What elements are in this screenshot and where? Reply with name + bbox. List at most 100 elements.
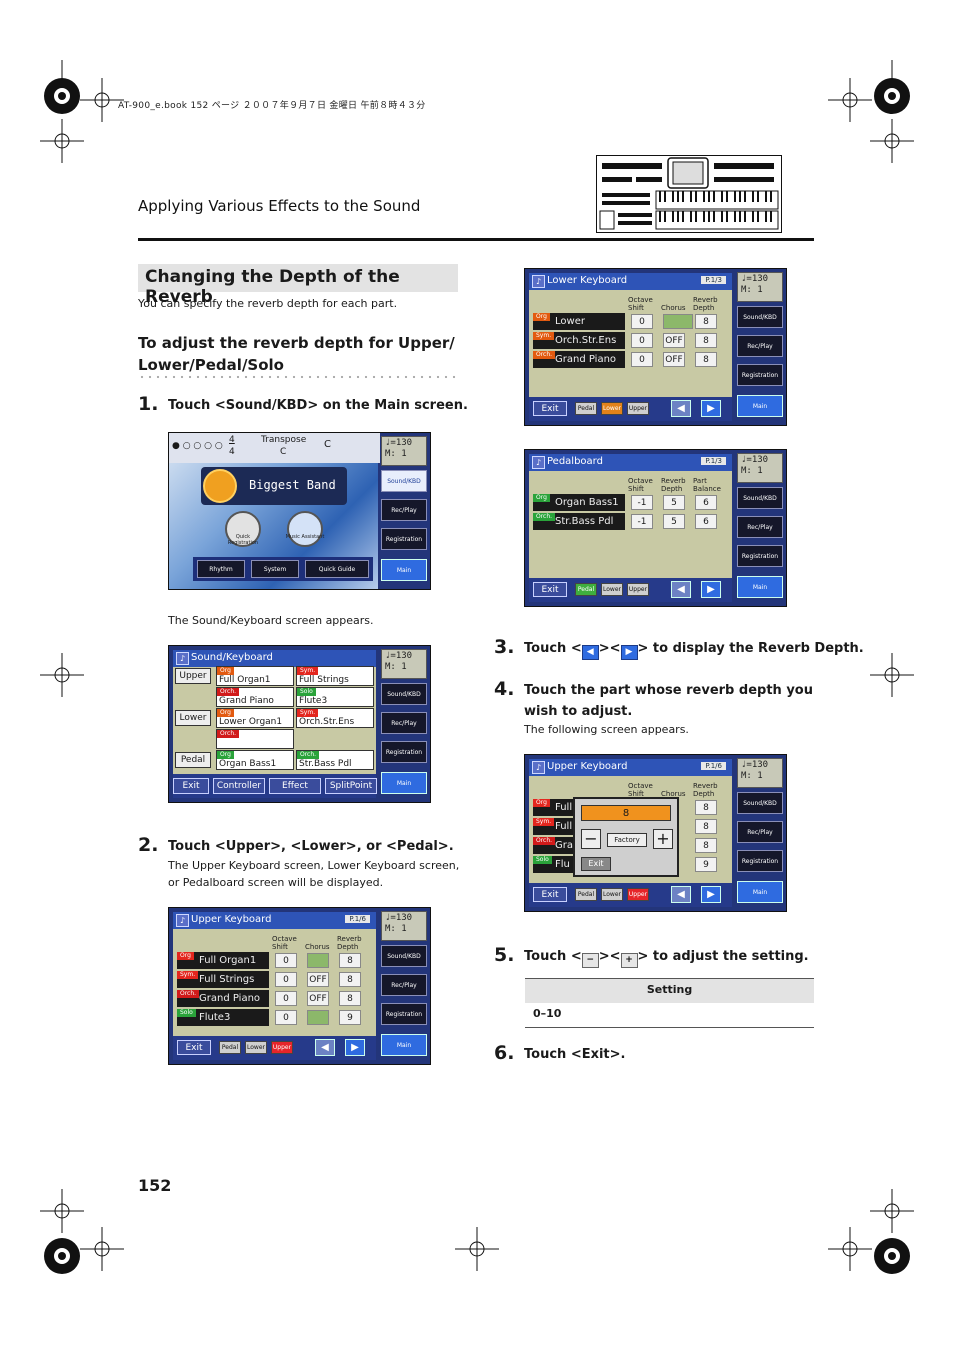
tone-slot[interactable]: Sym.Orch.Str.Ens [296,708,374,728]
registration-button[interactable]: Registration [737,850,783,872]
balance-cell[interactable]: 6 [695,495,717,510]
exit-button[interactable]: Exit [173,778,209,794]
minus-button[interactable]: − [581,829,601,849]
octave-cell[interactable]: 0 [631,333,653,348]
tone-slot[interactable]: Orch. [216,729,294,749]
chorus-cell[interactable]: OFF [307,991,329,1006]
lower-button[interactable]: Lower [601,402,623,415]
upper-button[interactable]: Upper [627,583,649,596]
upper-part-button[interactable]: Upper [175,668,211,684]
page-right-arrow[interactable]: ▶ [701,886,721,903]
reverb-cell[interactable]: 8 [695,800,717,815]
exit-button[interactable]: Exit [533,887,567,902]
part-row[interactable]: Orch.Grand Piano [533,351,625,368]
part-row[interactable]: Sym.Full [533,818,573,835]
registration-button[interactable]: Registration [381,741,427,763]
sound-kbd-button[interactable]: Sound/KBD [381,945,427,967]
upper-button[interactable]: Upper [627,888,649,901]
registration-button[interactable]: Registration [381,528,427,550]
main-button[interactable]: Main [737,395,783,417]
octave-cell[interactable]: 0 [275,953,297,968]
page-left-arrow[interactable]: ◀ [671,886,691,903]
tone-slot[interactable]: Sym.Full Strings [296,666,374,686]
tone-slot[interactable]: Orch.Grand Piano [216,687,294,707]
page-left-arrow[interactable]: ◀ [671,581,691,598]
chorus-cell[interactable]: OFF [663,333,685,348]
rec-play-button[interactable]: Rec/Play [737,335,783,357]
exit-button[interactable]: Exit [533,582,567,597]
rec-play-button[interactable]: Rec/Play [737,516,783,538]
main-button[interactable]: Main [737,881,783,903]
tone-slot[interactable]: Orch.Str.Bass Pdl [296,750,374,770]
reverb-cell[interactable]: 9 [695,857,717,872]
lower-button[interactable]: Lower [245,1041,267,1054]
pedal-button[interactable]: Pedal [575,402,597,415]
registration-button[interactable]: Registration [381,1003,427,1025]
part-row[interactable]: Sym.Orch.Str.Ens [533,332,625,349]
main-button[interactable]: Main [737,576,783,598]
lower-button[interactable]: Lower [601,888,623,901]
rec-play-button[interactable]: Rec/Play [737,821,783,843]
quick-guide-button[interactable]: Quick Guide [305,560,369,578]
page-right-arrow[interactable]: ▶ [701,400,721,417]
reverb-cell[interactable]: 9 [339,1010,361,1025]
lower-part-button[interactable]: Lower [175,710,211,726]
sound-kbd-button[interactable]: Sound/KBD [381,470,427,492]
part-row[interactable]: Orch.Grand Piano [177,990,269,1007]
rec-play-button[interactable]: Rec/Play [381,712,427,734]
factory-button[interactable]: Factory [607,833,647,847]
lower-button[interactable]: Lower [601,583,623,596]
popup-exit-button[interactable]: Exit [581,857,611,871]
upper-button[interactable]: Upper [271,1041,293,1054]
reverb-cell[interactable]: 8 [695,352,717,367]
page-left-arrow[interactable]: ◀ [315,1039,335,1056]
registration-button[interactable]: Registration [737,545,783,567]
pedal-button[interactable]: Pedal [575,888,597,901]
main-button[interactable]: Main [381,1034,427,1056]
sound-kbd-button[interactable]: Sound/KBD [737,487,783,509]
splitpoint-button[interactable]: SplitPoint [325,778,377,794]
system-button[interactable]: System [251,560,299,578]
reverb-cell[interactable]: 8 [695,838,717,853]
chorus-cell[interactable]: OFF [663,352,685,367]
chorus-cell[interactable] [663,314,693,329]
upper-button[interactable]: Upper [627,402,649,415]
chorus-cell[interactable]: OFF [307,972,329,987]
reverb-cell[interactable]: 8 [339,991,361,1006]
music-assistant-button[interactable]: Music Assistant [286,511,324,547]
octave-cell[interactable]: 0 [275,1010,297,1025]
reverb-cell[interactable]: 8 [695,819,717,834]
reverb-cell[interactable]: 5 [663,495,685,510]
page-right-arrow[interactable]: ▶ [701,581,721,598]
rec-play-button[interactable]: Rec/Play [381,974,427,996]
exit-button[interactable]: Exit [177,1040,211,1055]
reverb-cell[interactable]: 8 [695,333,717,348]
octave-cell[interactable]: -1 [631,514,653,529]
part-row[interactable]: Orch.Str.Bass Pdl [533,513,625,530]
chorus-cell[interactable] [307,953,329,968]
octave-cell[interactable]: 0 [631,314,653,329]
reverb-cell[interactable]: 8 [339,972,361,987]
reverb-cell[interactable]: 5 [663,514,685,529]
chorus-cell[interactable] [307,1010,329,1025]
part-row[interactable]: Orch.Gra [533,837,573,854]
page-right-arrow[interactable]: ▶ [345,1039,365,1056]
reverb-cell[interactable]: 8 [695,314,717,329]
registration-button[interactable]: Registration [737,364,783,386]
page-left-arrow[interactable]: ◀ [671,400,691,417]
octave-cell[interactable]: 0 [275,991,297,1006]
rec-play-button[interactable]: Rec/Play [381,499,427,521]
rhythm-name-box[interactable]: Biggest Band [201,467,347,505]
reverb-cell[interactable]: 8 [339,953,361,968]
sound-kbd-button[interactable]: Sound/KBD [737,792,783,814]
octave-cell[interactable]: 0 [631,352,653,367]
pedal-part-button[interactable]: Pedal [175,752,211,768]
